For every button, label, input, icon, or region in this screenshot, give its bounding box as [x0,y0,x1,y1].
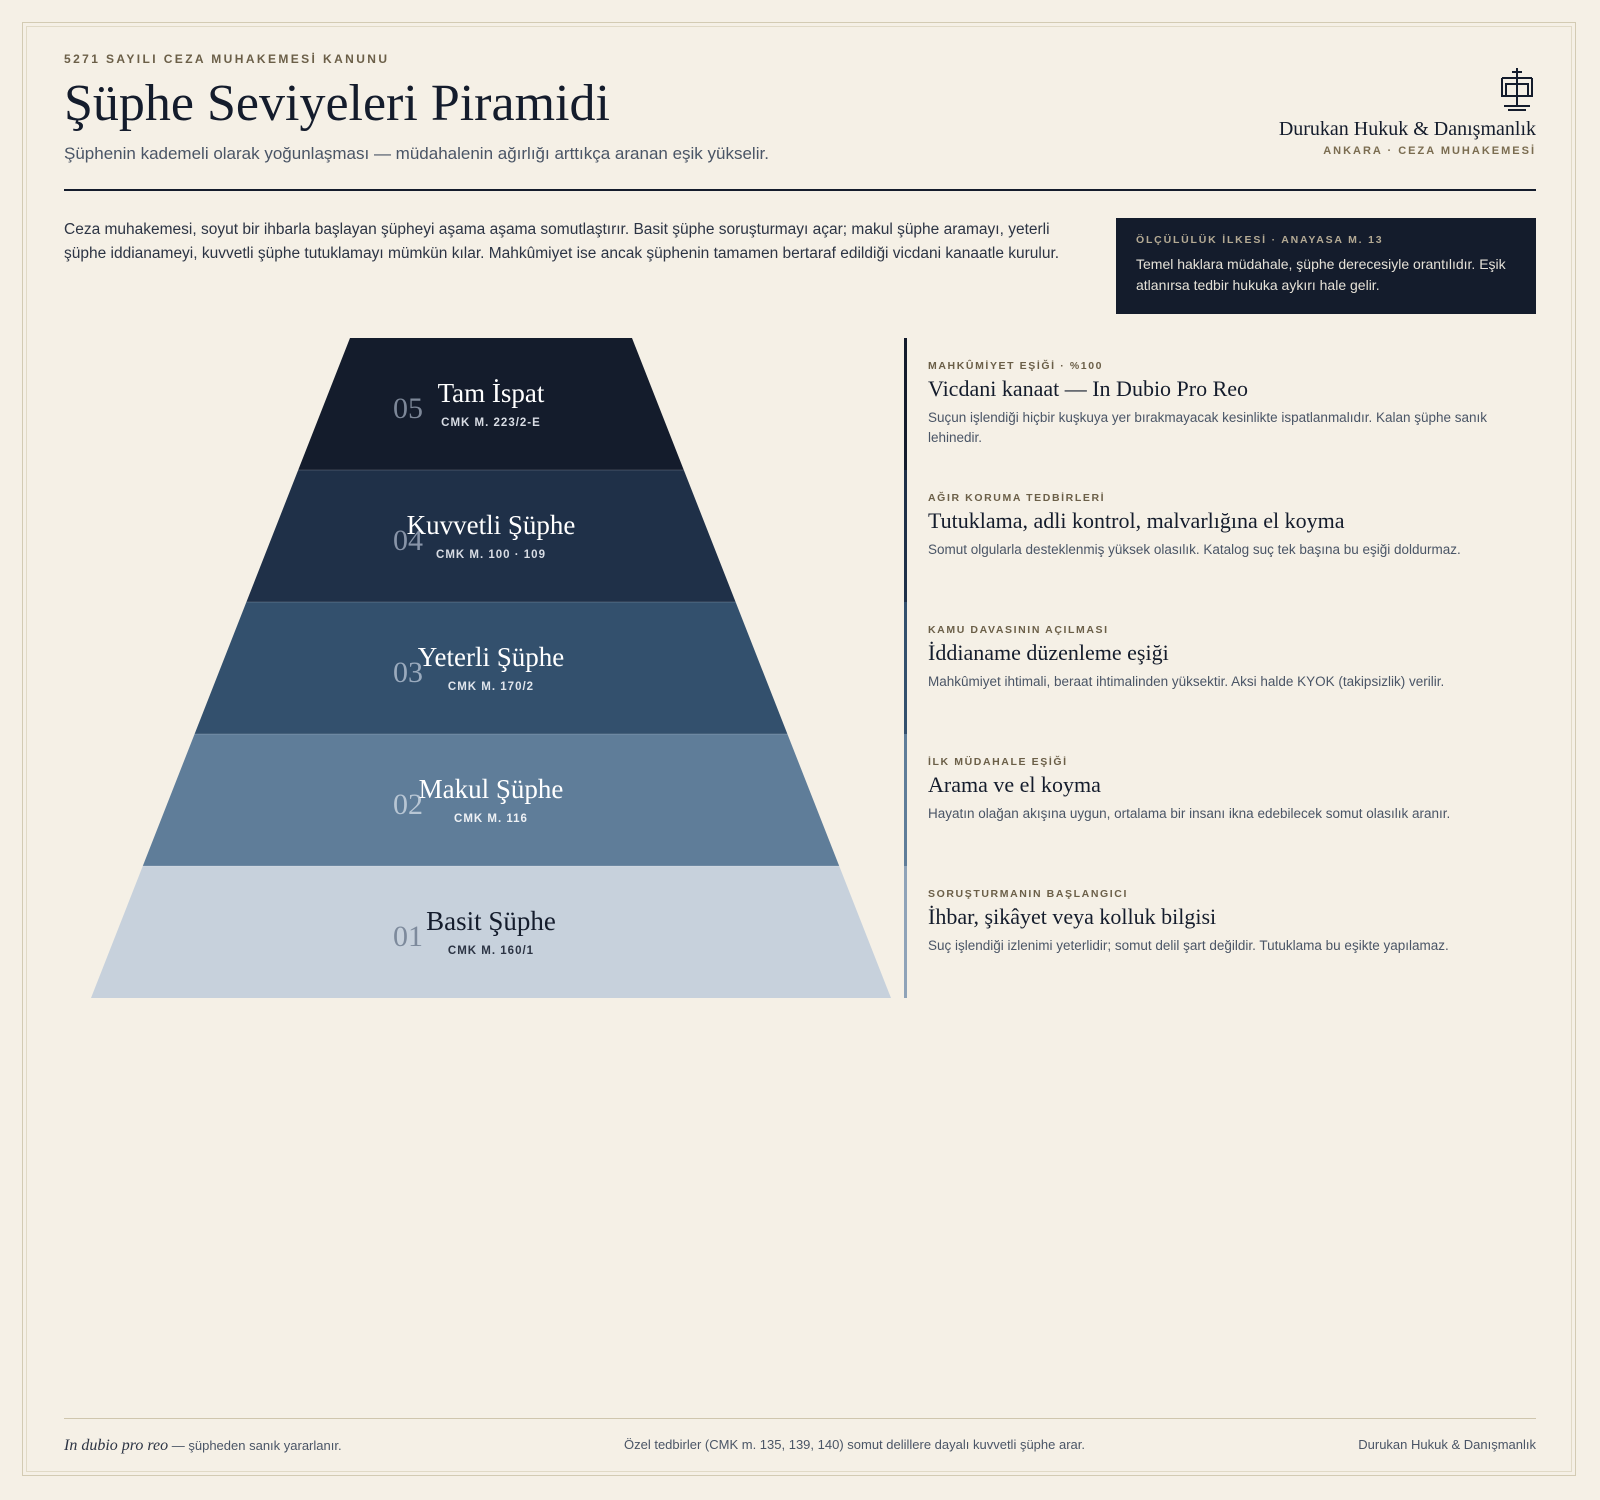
step-eyebrow: İLK MÜDAHALE EŞİĞİ [928,756,1068,768]
page-subtitle: Şüphenin kademeli olarak yoğunlaşması — … [64,144,769,163]
scales-of-justice-icon [1501,68,1533,111]
brand-name: Durukan Hukuk & Danışmanlık [1278,118,1536,140]
threshold-step: KAMU DAVASININ AÇILMASI İddianame düzenle… [904,602,1536,734]
pyramid-level-reference: CMK M. 223/2-E [441,417,541,429]
pyramid-level-label: Basit Şüphe [426,906,556,936]
intro-paragraph: Ceza muhakemesi, soyut bir ihbarla başla… [64,221,1060,262]
step-eyebrow: MAHKÛMİYET EŞİĞİ · %100 [928,360,1104,372]
note-text: Temel haklara müdahale, şüphe derecesiyl… [1136,256,1506,293]
pyramid-level-reference: CMK M. 100 · 109 [436,549,546,561]
inner-frame [26,26,1572,1472]
pyramid-level-label: Kuvvetli Şüphe [407,510,576,540]
pyramid-level-number: 01 [393,920,423,953]
step-title: Vicdani kanaat — In Dubio Pro Reo [928,376,1249,401]
note-title: ÖLÇÜLÜLÜK İLKESİ · ANAYASA M. 13 [1136,234,1384,246]
pyramid-level-label: Yeterli Şüphe [418,642,565,672]
pyramid-level-number: 03 [393,656,423,689]
pyramid-level-number: 02 [393,788,423,821]
footer-note: Özel tedbirler (CMK m. 135, 139, 140) so… [624,1437,1085,1452]
pyramid-level-number: 04 [393,524,423,557]
pyramid-level-number: 05 [393,392,423,425]
footer-latin-maxim: In dubio pro reo [64,1437,169,1454]
brand-block: Durukan Hukuk & Danışmanlık ANKARA · CEZ… [1279,66,1536,157]
brand-subtitle: ANKARA · CEZA MUHAKEMESİ [1323,145,1536,157]
step-description: Somut olgularla desteklenmiş yüksek olas… [928,542,1461,557]
step-eyebrow: AĞIR KORUMA TEDBİRLERİ [928,492,1106,504]
step-eyebrow: KAMU DAVASININ AÇILMASI [928,624,1109,636]
step-description: Suçun işlendiği hiçbir kuşkuya yer bırak… [928,410,1488,445]
header-rule [64,189,1536,191]
pyramid-level-04 [246,470,736,602]
outer-frame [22,22,1576,1476]
step-title: Tutuklama, adli kontrol, malvarlığına el… [928,508,1345,533]
proportionality-note: ÖLÇÜLÜLÜK İLKESİ · ANAYASA M. 13 Temel h… [1116,218,1536,314]
footer-motto-text: — şüpheden sanık yararlanır. [168,1438,342,1453]
step-description: Hayatın olağan akışına uygun, ortalama b… [928,806,1451,821]
pyramid-level-02 [142,734,840,866]
step-eyebrow: SORUŞTURMANIN BAŞLANGICI [928,888,1128,900]
step-title: İhbar, şikâyet veya kolluk bilgisi [928,904,1217,929]
footer-brand: Durukan Hukuk & Danışmanlık [1358,1437,1536,1452]
pyramid-level-01 [91,866,891,998]
pyramid-level-label: Makul Şüphe [419,774,564,804]
step-title: Arama ve el koyma [928,772,1101,797]
step-title: İddianame düzenleme eşiği [928,640,1169,665]
footer-rule [64,1418,1536,1419]
threshold-step: AĞIR KORUMA TEDBİRLERİ Tutuklama, adli ko… [904,470,1536,602]
threshold-step: SORUŞTURMANIN BAŞLANGICI İhbar, şikâyet v… [904,866,1536,998]
footer-motto: In dubio pro reo — şüpheden sanık yararl… [64,1437,342,1455]
page-title: Şüphe Seviyeleri Piramidi [64,75,610,132]
pyramid-level-reference: CMK M. 160/1 [448,945,534,957]
pyramid-level-05 [298,338,684,470]
pyramid-level-reference: CMK M. 170/2 [448,681,534,693]
step-description: Suç işlendiği izlenimi yeterlidir; somut… [928,938,1449,953]
pyramid-level-label: Tam İspat [438,378,545,408]
step-description: Mahkûmiyet ihtimali, beraat ihtimalinden… [928,674,1445,689]
pyramid-level-03 [194,602,788,734]
header-eyebrow: 5271 SAYILI CEZA MUHAKEMESİ KANUNU [64,52,390,66]
pyramid-level-reference: CMK M. 116 [454,813,528,825]
